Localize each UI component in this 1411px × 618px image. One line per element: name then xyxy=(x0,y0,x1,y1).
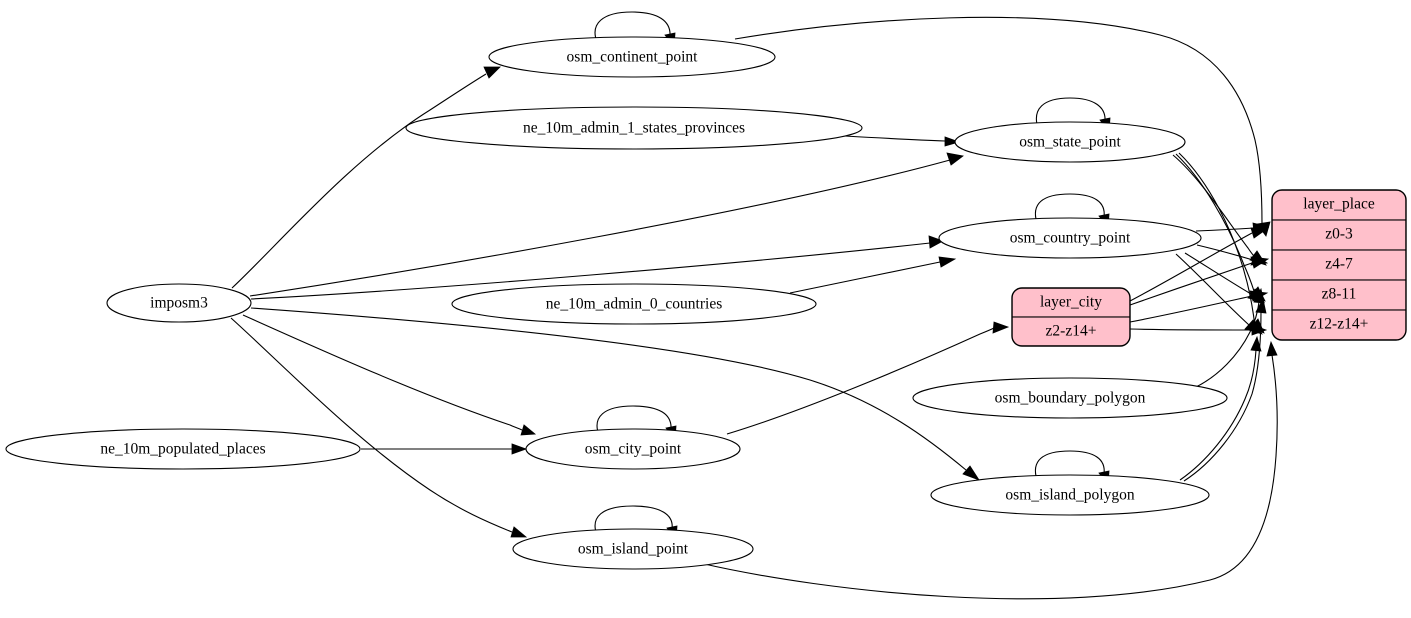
table-row-layer_city_z2[interactable] xyxy=(1012,316,1130,346)
edge-osm_island_point-to-layer_place_z12_14 xyxy=(699,340,1278,600)
edge-layer_city_header-to-layer_place_z0_3 xyxy=(1129,227,1270,302)
node-ne_10m_admin_0_countries[interactable]: ne_10m_admin_0_countries xyxy=(451,283,817,325)
node-osm_country_point[interactable]: osm_country_point xyxy=(938,217,1202,259)
node-osm_island_polygon[interactable]: osm_island_polygon xyxy=(930,474,1210,516)
node-osm_city_point[interactable]: osm_city_point xyxy=(525,428,741,470)
edge-osm_city_point-to-layer_city_z2 xyxy=(726,321,1010,435)
edge-osm_island_polygon-to-layer_place_z12_14 xyxy=(1179,335,1262,481)
table-row-layer_place_z0_3[interactable] xyxy=(1272,219,1406,251)
table-row-layer_place_z4_7[interactable] xyxy=(1272,249,1406,281)
table-node-layer_city[interactable]: layer_city z2-z14+ xyxy=(1011,287,1131,347)
node-ne_10m_admin_1_states_provinces[interactable]: ne_10m_admin_1_states_provinces xyxy=(405,106,863,150)
node-ne_10m_populated_places[interactable]: ne_10m_populated_places xyxy=(5,428,361,470)
edge-layer xyxy=(230,11,1278,600)
table-row-layer_place_z12_14[interactable] xyxy=(1272,309,1406,340)
edge-ne_10m_admin_0_countries-to-osm_country_point xyxy=(789,256,957,294)
edge-ne_10m_populated_places-to-osm_city_point xyxy=(361,443,528,455)
edge-imposm3-to-osm_continent_point xyxy=(231,66,501,289)
edge-imposm3-to-osm_state_point xyxy=(249,152,964,297)
node-osm_state_point[interactable]: osm_state_point xyxy=(954,121,1186,163)
edge-ne_10m_admin_1_states_provinces-to-osm_state_point xyxy=(844,135,961,147)
node-osm_boundary_polygon[interactable]: osm_boundary_polygon xyxy=(912,377,1228,419)
node-osm_island_point[interactable]: osm_island_point xyxy=(512,528,754,570)
edge-layer_city_z2-to-layer_place_z8_11 xyxy=(1129,290,1269,323)
table-row-layer_city_header[interactable] xyxy=(1012,288,1130,318)
table-row-layer_place_header[interactable] xyxy=(1272,190,1406,221)
edge-imposm3-to-osm_island_point xyxy=(230,317,528,538)
node-osm_continent_point[interactable]: osm_continent_point xyxy=(488,36,776,78)
edge-osm_state_point-to-layer_place_z8_11 xyxy=(1175,153,1266,302)
edge-layer_city_z2-to-layer_place_z12_14 xyxy=(1129,324,1268,336)
edge-imposm3-to-osm_city_point xyxy=(242,314,537,436)
edge-imposm3-to-osm_country_point xyxy=(250,235,944,300)
edge-layer_city_header-to-layer_place_z4_7 xyxy=(1129,256,1270,306)
table-node-layer_place[interactable]: layer_place z0-3 z4-7 z8-11 z12-z14+ xyxy=(1271,189,1407,341)
edge-imposm3-to-osm_island_polygon xyxy=(250,307,980,481)
edge-osm_boundary_polygon-to-layer_place_z8_11 xyxy=(1195,287,1265,388)
node-imposm3[interactable]: imposm3 xyxy=(106,283,252,323)
table-row-layer_place_z8_11[interactable] xyxy=(1272,279,1406,311)
edge-osm_country_point-to-layer_place_z12_14 xyxy=(1175,253,1263,335)
edge-osm_island_polygon-to-layer_place_z8_11 xyxy=(1183,297,1267,482)
